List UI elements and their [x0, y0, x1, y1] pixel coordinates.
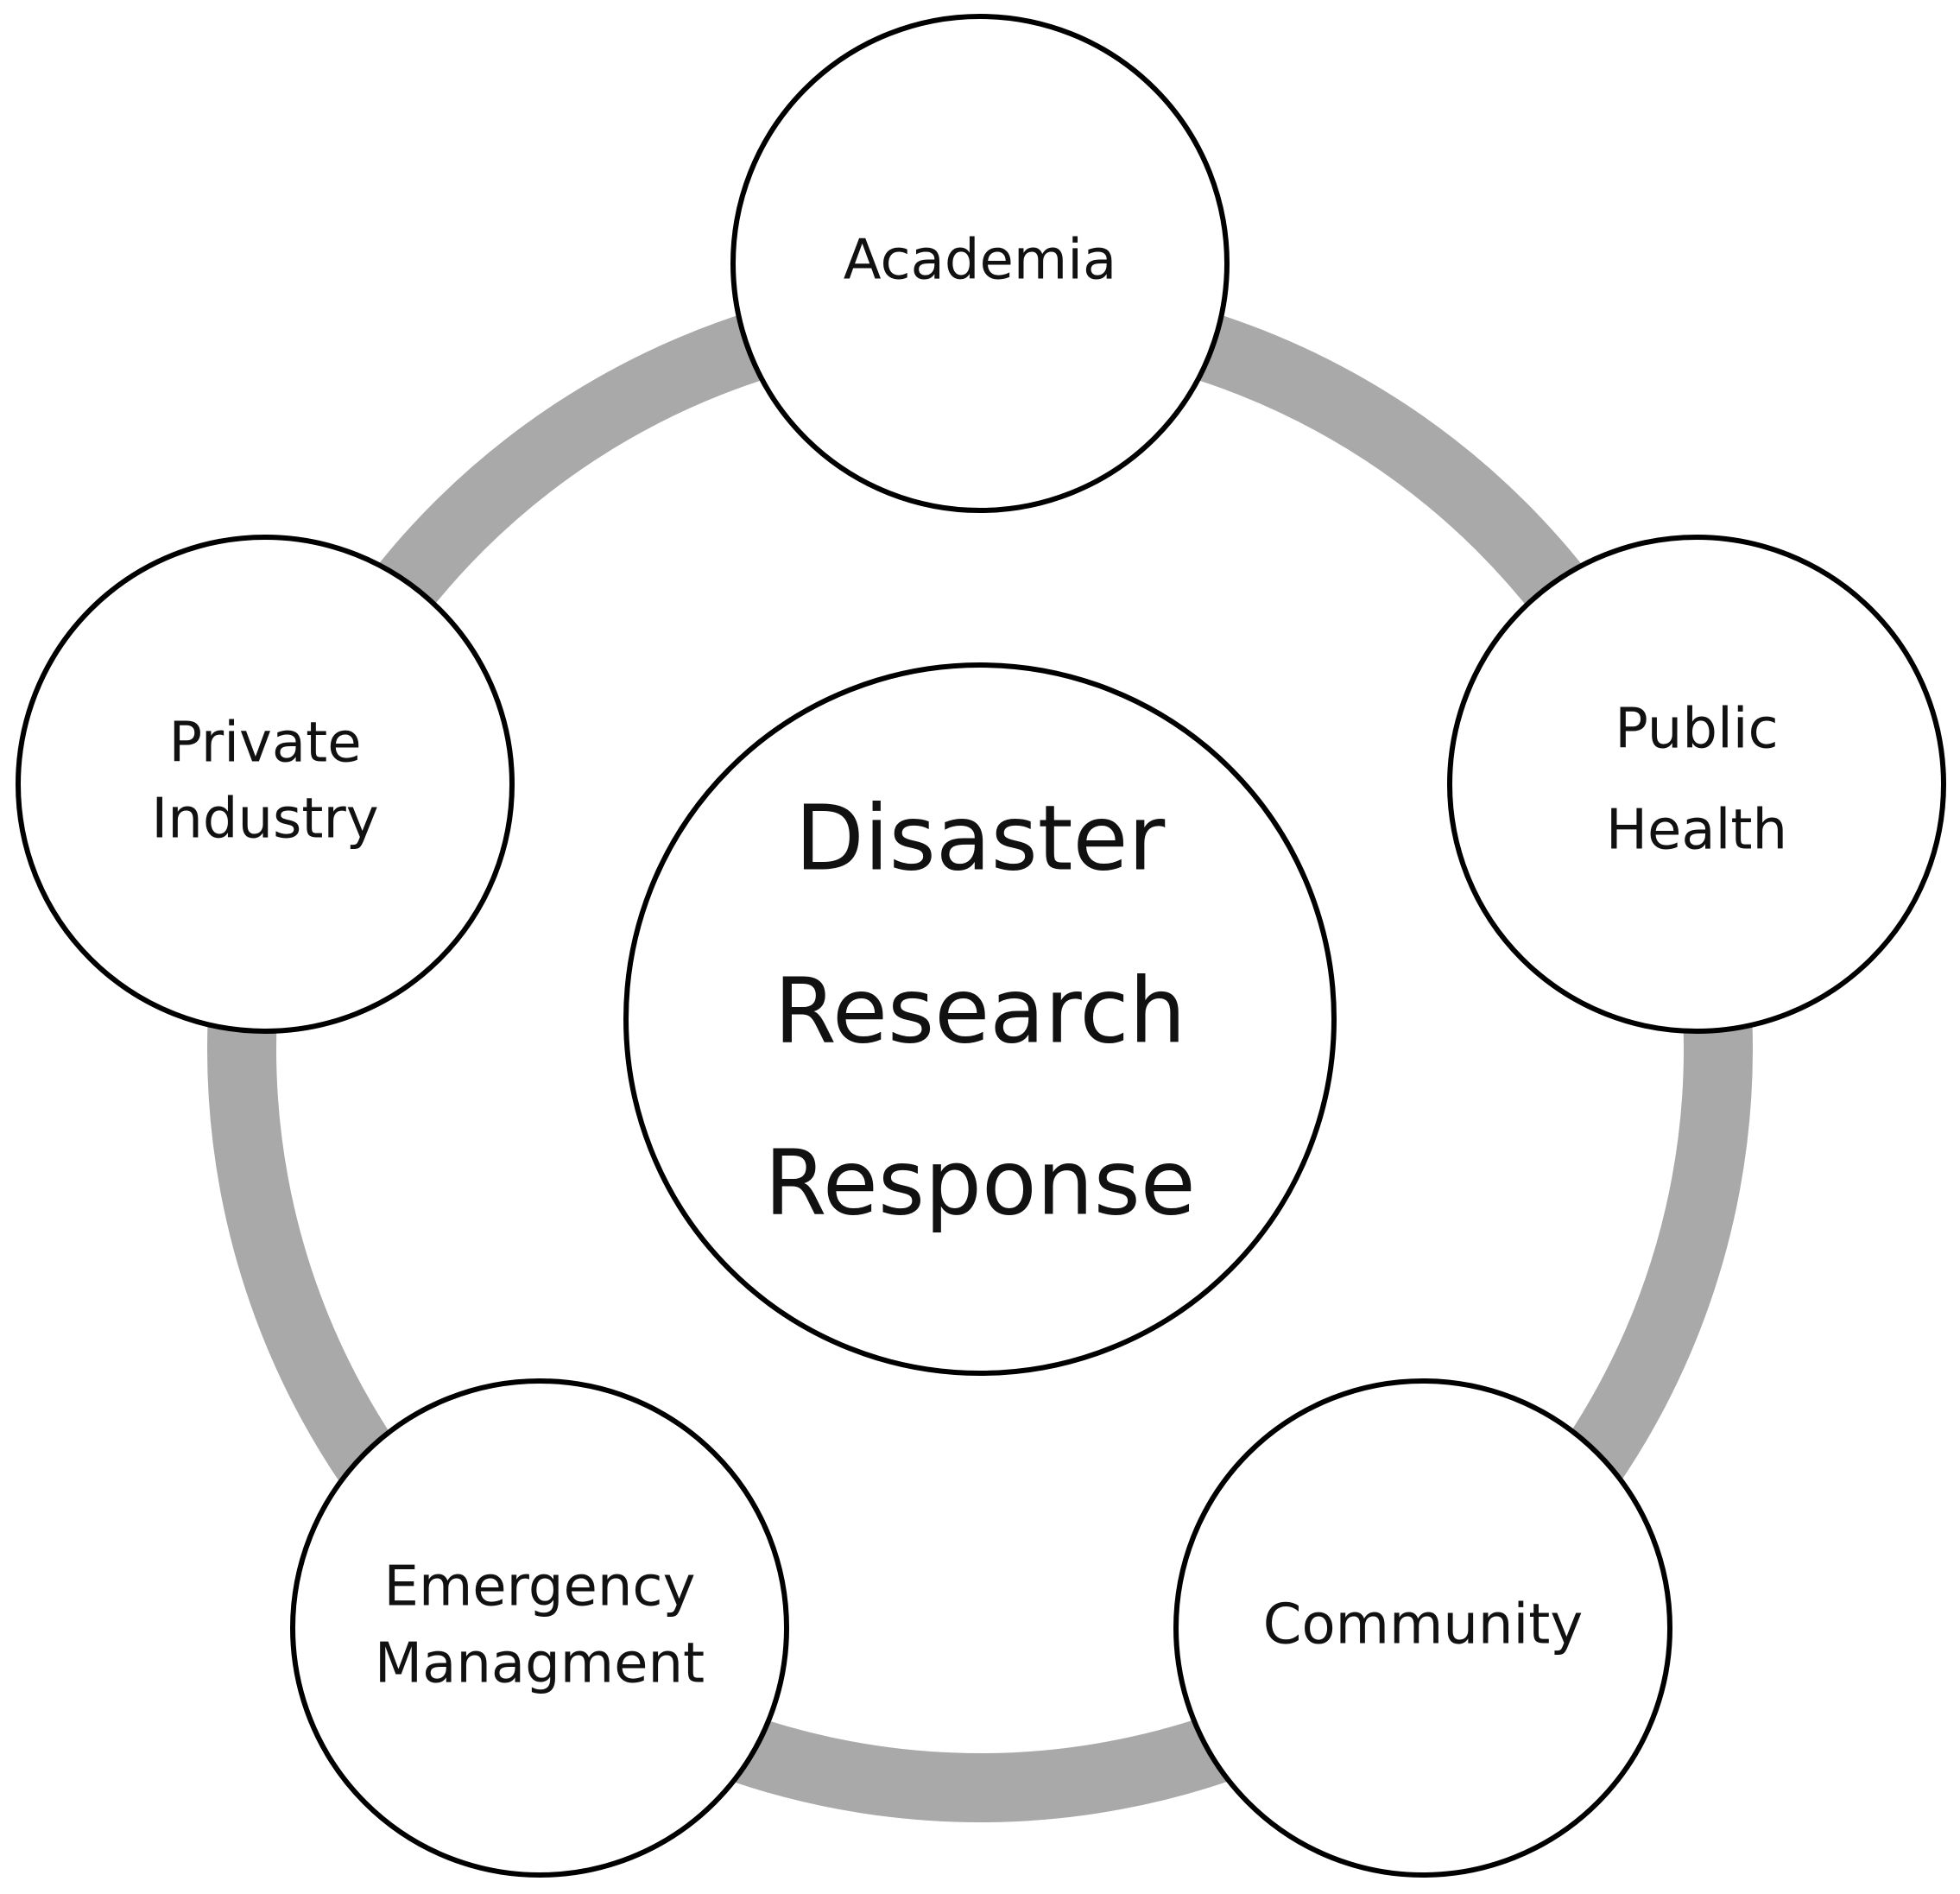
center-label-line-2: Research [774, 958, 1185, 1063]
node-private-industry-label-line-2: Industry [151, 788, 378, 852]
node-emergency-management-label-line-2: Managment [375, 1632, 705, 1696]
node-public-health-label-line-2: Health [1606, 799, 1787, 863]
node-private-industry-label-line-1: Private [168, 712, 361, 776]
node-emergency-management: Emergency Managment [290, 1378, 789, 1878]
node-public-health-circle [1447, 535, 1946, 1034]
node-community: Community [1173, 1378, 1672, 1878]
node-academia-circle [730, 14, 1230, 513]
center-node: Disaster Research Response [623, 662, 1337, 1376]
node-public-health-label-line-1: Public [1615, 698, 1778, 762]
node-community-label: Community [1263, 1593, 1583, 1657]
node-academia-label: Academia [844, 229, 1116, 293]
center-label-line-1: Disaster [795, 785, 1166, 890]
node-private-industry-circle [16, 535, 515, 1034]
node-emergency-management-label-line-1: Emergency [384, 1555, 696, 1619]
node-academia: Academia [730, 14, 1230, 513]
center-label-line-3: Response [764, 1130, 1195, 1235]
node-emergency-management-circle [290, 1378, 789, 1878]
center-node-circle [623, 662, 1337, 1376]
node-public-health: Public Health [1447, 535, 1946, 1034]
node-community-circle [1173, 1378, 1672, 1878]
node-private-industry: Private Industry [16, 535, 515, 1034]
